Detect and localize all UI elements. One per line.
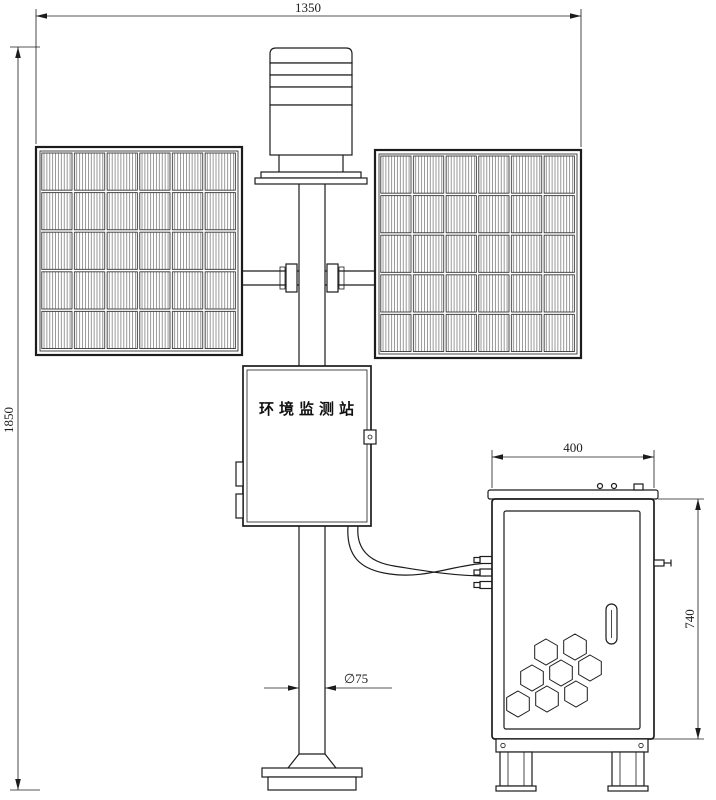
cabinet-handle: [605, 603, 618, 645]
station-name-label: 环境监测站: [259, 400, 359, 418]
support-arms: [242, 263, 375, 293]
box-latch: [363, 429, 377, 445]
lid-knob-right: [610, 482, 618, 490]
dim-overall-width-label: 1350: [295, 0, 321, 15]
sensor-beacon: [254, 47, 368, 185]
dimension-pole-diameter: ∅75: [264, 671, 392, 691]
solar-panel-right: [373, 148, 583, 360]
dim-overall-height-label: 1850: [1, 407, 16, 433]
cabinet-lid: [487, 489, 659, 500]
solar-panel-left: [34, 145, 244, 357]
lid-knob-left: [596, 482, 604, 490]
cable-connectors: [473, 555, 493, 590]
lid-fitting: [633, 483, 644, 491]
signal-cable: [347, 525, 493, 590]
dim-cabinet-width-label: 400: [563, 440, 583, 455]
dim-pole-diameter-label: ∅75: [344, 671, 368, 686]
control-box: 环境监测站: [235, 365, 377, 527]
dimension-cabinet-height: 740: [652, 498, 704, 740]
dim-cabinet-height-label: 740: [682, 609, 697, 629]
box-hinge-top: [235, 461, 244, 487]
cabinet-base-legs: [495, 738, 649, 792]
pole-base: [261, 753, 363, 791]
dimension-overall-height: 1850: [1, 46, 40, 791]
cabinet-body: [491, 498, 655, 740]
box-hinge-bottom: [235, 493, 244, 519]
cabinet-side-pin: [653, 559, 672, 567]
dimension-cabinet-width: 400: [491, 440, 655, 488]
equipment-cabinet: [487, 482, 672, 792]
dimension-overall-width: 1350: [35, 0, 582, 147]
cabinet-door: [503, 510, 641, 730]
